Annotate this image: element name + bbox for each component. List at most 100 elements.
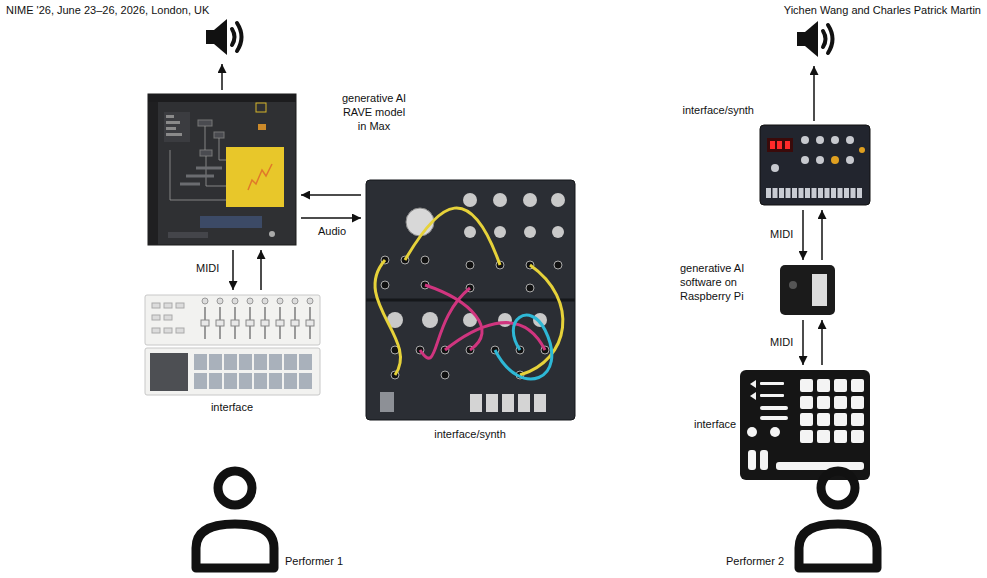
roland-synth-rect-part <box>785 141 790 149</box>
korg-controllers-g-part-rect-part <box>276 320 284 326</box>
max-screenshot-rect-part <box>258 124 266 130</box>
modular-synth-circle-part <box>422 312 438 328</box>
performer-icon: Performer 1 <box>188 466 282 574</box>
korg-controllers-rect-part <box>176 328 184 333</box>
speaker-icon-path-part <box>237 23 242 51</box>
qunexus-controller-g-part-rect-part <box>748 450 756 470</box>
max-screenshot-rect-part <box>148 94 296 245</box>
korg-controllers-g-part-rect-part <box>299 354 312 370</box>
max-screenshot-rect-part <box>166 127 176 130</box>
modular-synth-circle-part <box>533 313 547 327</box>
korg-controllers-g-part-rect-part <box>254 373 267 389</box>
person-icon-circle-part <box>821 471 855 505</box>
raspberry-pi-rect-part <box>812 274 827 306</box>
max-screenshot-rect-part <box>166 121 180 124</box>
korg-controllers-g-part-rect-part <box>209 354 222 370</box>
roland-synth-circle-part <box>859 147 865 153</box>
roland-synth-g-part-circle-part <box>771 164 779 172</box>
modular-synth-path-part <box>520 265 563 375</box>
modular-synth-circle-part <box>406 208 434 236</box>
qunexus-controller-g-part-rect-part <box>851 430 864 443</box>
max-screenshot-rect-part <box>168 232 208 238</box>
max-screenshot-rect-part <box>166 133 182 136</box>
roland-synth-rect-part <box>770 141 775 149</box>
qunexus-controller-g-part-rect-part <box>817 396 830 409</box>
qunexus-controller-g-part-rect-part <box>817 430 830 443</box>
roland-synth-g-part-circle-part <box>816 156 824 164</box>
roland-synth-rect-part <box>767 138 793 152</box>
korg-controllers-rect-part <box>176 303 184 308</box>
max-screenshot <box>148 94 296 245</box>
korg-controllers-g-part <box>202 298 313 304</box>
korg-controllers-g-part-circle-part <box>217 298 223 304</box>
qunexus-controller-g-part-rect-part <box>851 413 864 426</box>
modular-synth-circle-part <box>441 371 449 379</box>
signal-arrow <box>232 250 234 290</box>
modular-synth-circle-part <box>466 261 474 269</box>
korg-controllers-rect-part <box>145 348 320 395</box>
roland-synth-g-part <box>766 188 862 198</box>
roland-synth-g-part-circle-part <box>801 136 809 144</box>
korg-controllers-g-part-rect-part <box>306 320 314 326</box>
qunexus-controller-g-part-rect-part <box>760 450 768 470</box>
qunexus-controller-g-part-rect-part <box>800 413 813 426</box>
qunexus-controller-g-part-rect-part <box>817 379 830 392</box>
max-screenshot-rect-part <box>198 120 212 126</box>
korg-controllers-g-part-rect-part <box>284 373 297 389</box>
qunexus-controller-g-part-rect-part <box>760 416 788 420</box>
roland-synth-circle-part <box>831 156 839 164</box>
qunexus-controller-g-part-rect-part <box>760 394 784 397</box>
speaker-icon-path-part <box>823 31 826 47</box>
max-screenshot-path-part <box>248 164 272 190</box>
qunexus-controller-g-part-polygon-part <box>750 392 756 400</box>
device-label: generative AI RAVE model in Max <box>338 92 410 133</box>
max-screenshot-rect-part <box>214 132 224 138</box>
modular-synth-rect-part <box>380 392 394 412</box>
modular-synth-circle-part <box>464 226 476 238</box>
device-label: Performer 1 <box>285 555 343 569</box>
korg-controllers-g-part-rect-part <box>269 373 282 389</box>
roland-synth-g-part-rect-part <box>844 188 849 198</box>
roland-synth <box>760 125 870 205</box>
roland-synth-g-part-rect-part <box>779 188 784 198</box>
raspberry-pi-rect-part <box>780 265 835 315</box>
korg-controllers-rect-part <box>152 328 160 333</box>
modular-synth: interface/synth <box>366 180 575 420</box>
raspberry-pi-circle-part <box>789 281 797 289</box>
roland-synth-g-part-rect-part <box>773 188 778 198</box>
roland-synth-g-part-rect-part <box>786 188 791 198</box>
max-screenshot-rect-part <box>200 216 262 228</box>
max-screenshot-rect-part <box>166 115 174 118</box>
device-label: generative AI software on Raspberry Pi <box>680 262 758 303</box>
max-screenshot-rect-part <box>164 112 190 142</box>
roland-synth-g-part-circle-part <box>816 136 824 144</box>
roland-synth-g-part-rect-part <box>812 188 817 198</box>
roland-synth-g-part-rect-part <box>838 188 843 198</box>
signal-label: Audio <box>316 225 348 239</box>
korg-controllers-g-part-rect-part <box>194 354 207 370</box>
modular-synth-path-part <box>445 323 545 350</box>
person-icon-path-part <box>196 524 274 568</box>
modular-synth-circle-part <box>551 193 565 207</box>
modular-synth-path-part <box>425 285 482 350</box>
modular-synth-circle-part <box>524 226 536 238</box>
korg-controllers-g-part-rect-part <box>254 354 267 370</box>
korg-controllers-g-part-rect-part <box>224 354 237 370</box>
modular-synth-path-part <box>495 315 552 379</box>
korg-controllers-g-part <box>194 354 312 389</box>
speaker-icon-path-part <box>828 25 833 53</box>
korg-controllers-g-part <box>201 320 314 326</box>
korg-controllers-rect-part <box>145 295 320 345</box>
qunexus-controller-g-part-polygon-part <box>750 380 756 388</box>
korg-controllers-g-part-circle-part <box>232 298 238 304</box>
modular-synth-rect-part <box>518 394 530 412</box>
qunexus-controller-g-part-rect-part <box>800 430 813 443</box>
korg-controllers-rect-part <box>164 328 172 333</box>
korg-controllers-g-part-rect-part <box>231 320 239 326</box>
signal-label: MIDI <box>194 262 221 276</box>
korg-controllers-g-part-circle-part <box>262 298 268 304</box>
signal-label: MIDI <box>768 336 795 350</box>
